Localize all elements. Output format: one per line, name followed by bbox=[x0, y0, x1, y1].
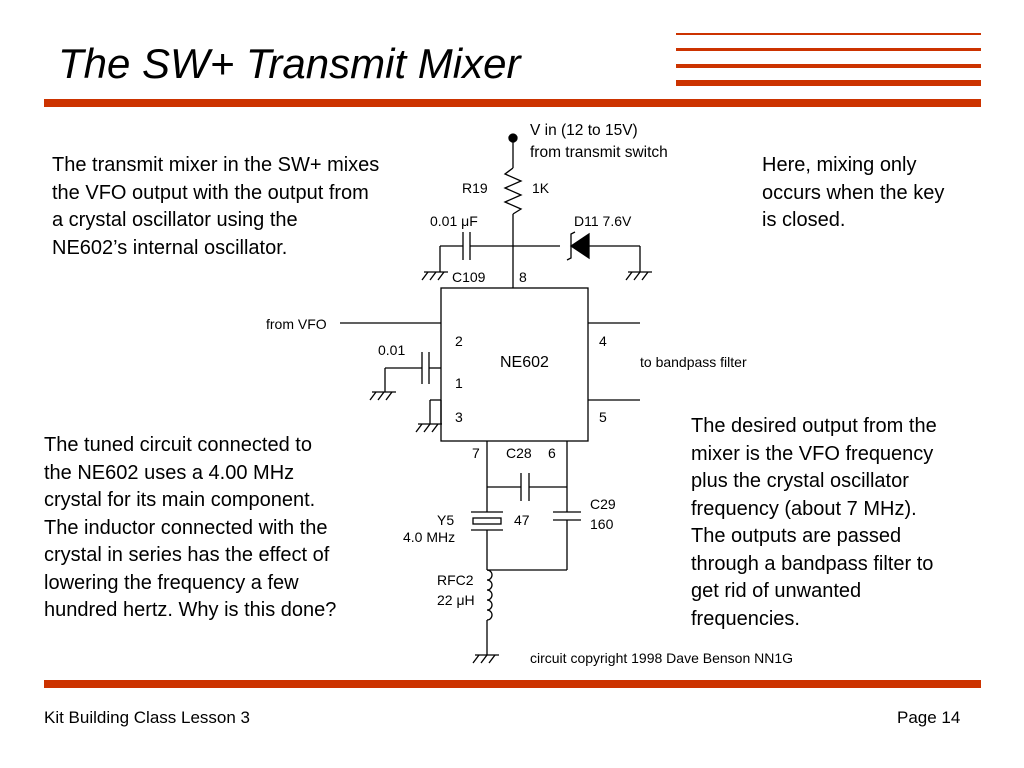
label-pin-3: 3 bbox=[455, 409, 463, 425]
label-y5-value: 4.0 MHz bbox=[403, 529, 456, 545]
footer-lesson: Kit Building Class Lesson 3 bbox=[44, 708, 251, 727]
label-pin-8: 8 bbox=[519, 269, 527, 285]
label-c29-value: 160 bbox=[590, 516, 614, 532]
label-c109-value: 0.01 μF bbox=[430, 213, 478, 229]
ground-icon bbox=[421, 271, 448, 281]
label-c28-value: 47 bbox=[514, 512, 530, 528]
label-pin-7: 7 bbox=[472, 445, 480, 461]
label-vin-2: from transmit switch bbox=[530, 144, 668, 161]
header-stripe-1 bbox=[676, 33, 981, 35]
label-pin-5: 5 bbox=[599, 409, 607, 425]
label-rfc2-ref: RFC2 bbox=[437, 572, 474, 588]
crystal-y5-body bbox=[472, 517, 502, 525]
label-rfc2-value: 22 μH bbox=[437, 592, 475, 608]
paragraph-mixer-intro: The transmit mixer in the SW+ mixes the … bbox=[52, 154, 380, 259]
ground-icon bbox=[369, 391, 396, 401]
paragraph-output: The desired output from the mixer is the… bbox=[691, 415, 937, 630]
footer-rule bbox=[44, 680, 981, 688]
slide-title: The SW+ Transmit Mixer bbox=[58, 40, 521, 87]
footer-page-number: Page 14 bbox=[897, 708, 961, 727]
label-vin-1: V in (12 to 15V) bbox=[530, 122, 638, 139]
label-ic-ne602: NE602 bbox=[500, 354, 549, 371]
label-r19-value: 1K bbox=[532, 180, 550, 196]
label-copyright: circuit copyright 1998 Dave Benson NN1G bbox=[530, 650, 794, 666]
label-input-cap: 0.01 bbox=[378, 342, 406, 358]
label-y5-ref: Y5 bbox=[437, 512, 455, 528]
inductor-rfc2 bbox=[486, 569, 493, 621]
label-d11: D11 7.6V bbox=[574, 213, 632, 229]
label-pin-2: 2 bbox=[455, 333, 463, 349]
ground-icon bbox=[472, 654, 499, 664]
header-stripe-2 bbox=[676, 48, 981, 51]
label-to-bandpass: to bandpass filter bbox=[640, 354, 747, 370]
ground-icon bbox=[415, 423, 442, 433]
label-c28-ref: C28 bbox=[506, 445, 532, 461]
label-c109-ref: C109 bbox=[452, 269, 486, 285]
ground-icon bbox=[625, 271, 652, 281]
ic-ne602 bbox=[440, 287, 589, 442]
label-r19-ref: R19 bbox=[462, 180, 488, 196]
zener-diode-d11 bbox=[569, 232, 590, 260]
zener-diode-d11-bar bbox=[566, 231, 576, 261]
label-from-vfo: from VFO bbox=[266, 316, 327, 332]
header-stripe-3 bbox=[676, 64, 981, 68]
resistor-r19 bbox=[503, 167, 523, 215]
label-c29-ref: C29 bbox=[590, 496, 616, 512]
paragraph-key-note: Here, mixing only occurs when the key is… bbox=[762, 154, 945, 231]
header-stripe-4 bbox=[676, 80, 981, 86]
paragraph-tuned-circuit: The tuned circuit connected to the NE602… bbox=[44, 434, 337, 621]
label-pin-6: 6 bbox=[548, 445, 556, 461]
header-rule bbox=[44, 99, 981, 107]
label-pin-4: 4 bbox=[599, 333, 607, 349]
label-pin-1: 1 bbox=[455, 375, 463, 391]
